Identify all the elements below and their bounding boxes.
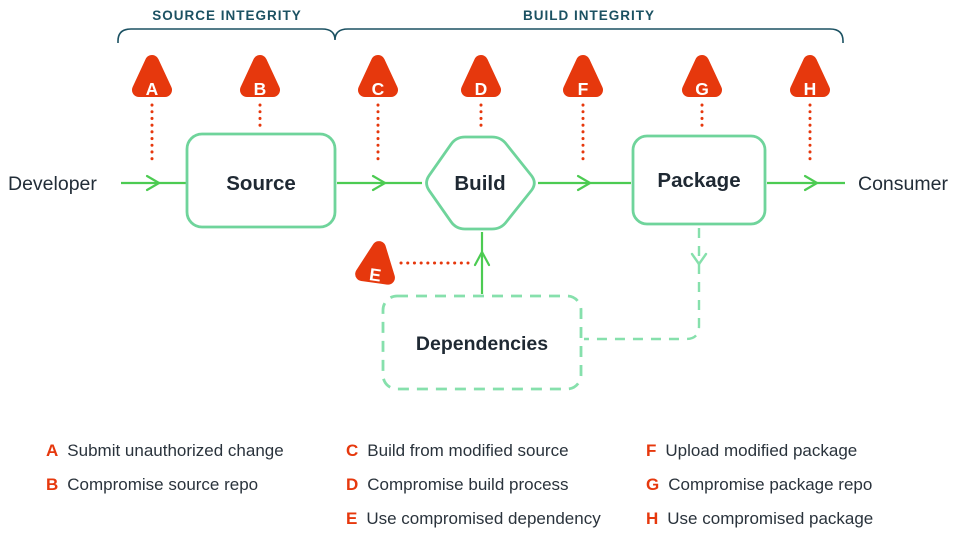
threat-marker-a: A — [132, 55, 172, 165]
consumer-label: Consumer — [858, 173, 948, 195]
legend-letter-g: G — [646, 475, 660, 494]
legend-text-a: Submit unauthorized change — [67, 441, 284, 460]
legend-letter-c: C — [346, 441, 359, 460]
threat-g-letter: G — [695, 79, 709, 99]
legend-text-b: Compromise source repo — [67, 475, 259, 494]
legend-text-d: Compromise build process — [367, 475, 569, 494]
legend-item-c: C Build from modified source — [346, 441, 601, 462]
threat-f-letter: F — [578, 79, 589, 99]
legend-column-package: F Upload modified package G Compromise p… — [646, 441, 873, 538]
threat-marker-h: H — [790, 55, 830, 165]
package-node-label: Package — [657, 169, 740, 192]
arrow-build-to-package — [538, 174, 631, 192]
legend-letter-d: D — [346, 475, 359, 494]
legend-column-source: A Submit unauthorized change B Compromis… — [46, 441, 284, 509]
dependencies-node-label: Dependencies — [416, 333, 548, 355]
node-source: Source — [185, 132, 337, 229]
legend-item-h: H Use compromised package — [646, 509, 873, 530]
legend-text-e: Use compromised dependency — [366, 509, 601, 528]
arrow-source-to-build — [337, 174, 422, 192]
legend-text-h: Use compromised package — [667, 509, 874, 528]
source-integrity-label: SOURCE INTEGRITY — [152, 8, 302, 23]
legend-text-g: Compromise package repo — [668, 475, 873, 494]
diagram-canvas: SOURCE INTEGRITY BUILD INTEGRITY — [8, 8, 948, 391]
legend-item-d: D Compromise build process — [346, 475, 601, 496]
threat-marker-f: F — [563, 55, 603, 162]
node-dependencies: Dependencies — [381, 294, 583, 391]
legend-letter-h: H — [646, 509, 659, 528]
node-build: Build — [425, 135, 536, 231]
threat-marker-d: D — [461, 55, 501, 130]
source-node-label: Source — [226, 172, 296, 195]
legend-item-g: G Compromise package repo — [646, 475, 873, 496]
threat-h-letter: H — [804, 79, 817, 99]
legend-item-b: B Compromise source repo — [46, 475, 284, 496]
developer-label: Developer — [8, 173, 97, 195]
threat-marker-b: B — [240, 55, 280, 130]
build-node-label: Build — [454, 172, 505, 195]
threat-marker-e: E — [355, 241, 470, 286]
threat-d-letter: D — [475, 79, 488, 99]
build-hexagon — [425, 135, 536, 231]
threat-c-letter: C — [372, 79, 385, 99]
legend-letter-f: F — [646, 441, 657, 460]
arrow-package-to-consumer — [767, 174, 845, 192]
legend-column-build: C Build from modified source D Compromis… — [346, 441, 601, 538]
node-package: Package — [631, 134, 767, 226]
arrow-dependencies-to-build — [473, 232, 491, 294]
threat-a-letter: A — [146, 79, 159, 99]
legend-letter-b: B — [46, 475, 59, 494]
legend-text-f: Upload modified package — [665, 441, 858, 460]
legend-letter-e: E — [346, 509, 358, 528]
threat-marker-g: G — [682, 55, 722, 130]
source-integrity-bracket — [117, 28, 844, 43]
arrow-developer-to-source — [121, 174, 186, 192]
legend-text-c: Build from modified source — [367, 441, 569, 460]
threat-marker-c: C — [358, 55, 398, 165]
legend-item-e: E Use compromised dependency — [346, 509, 601, 530]
legend-item-f: F Upload modified package — [646, 441, 873, 462]
threat-b-letter: B — [254, 79, 267, 99]
threat-e-letter: E — [368, 264, 382, 285]
arrow-package-to-dependencies-dashed — [584, 228, 708, 341]
legend-letter-a: A — [46, 441, 59, 460]
build-integrity-label: BUILD INTEGRITY — [523, 8, 655, 23]
legend-item-a: A Submit unauthorized change — [46, 441, 284, 462]
